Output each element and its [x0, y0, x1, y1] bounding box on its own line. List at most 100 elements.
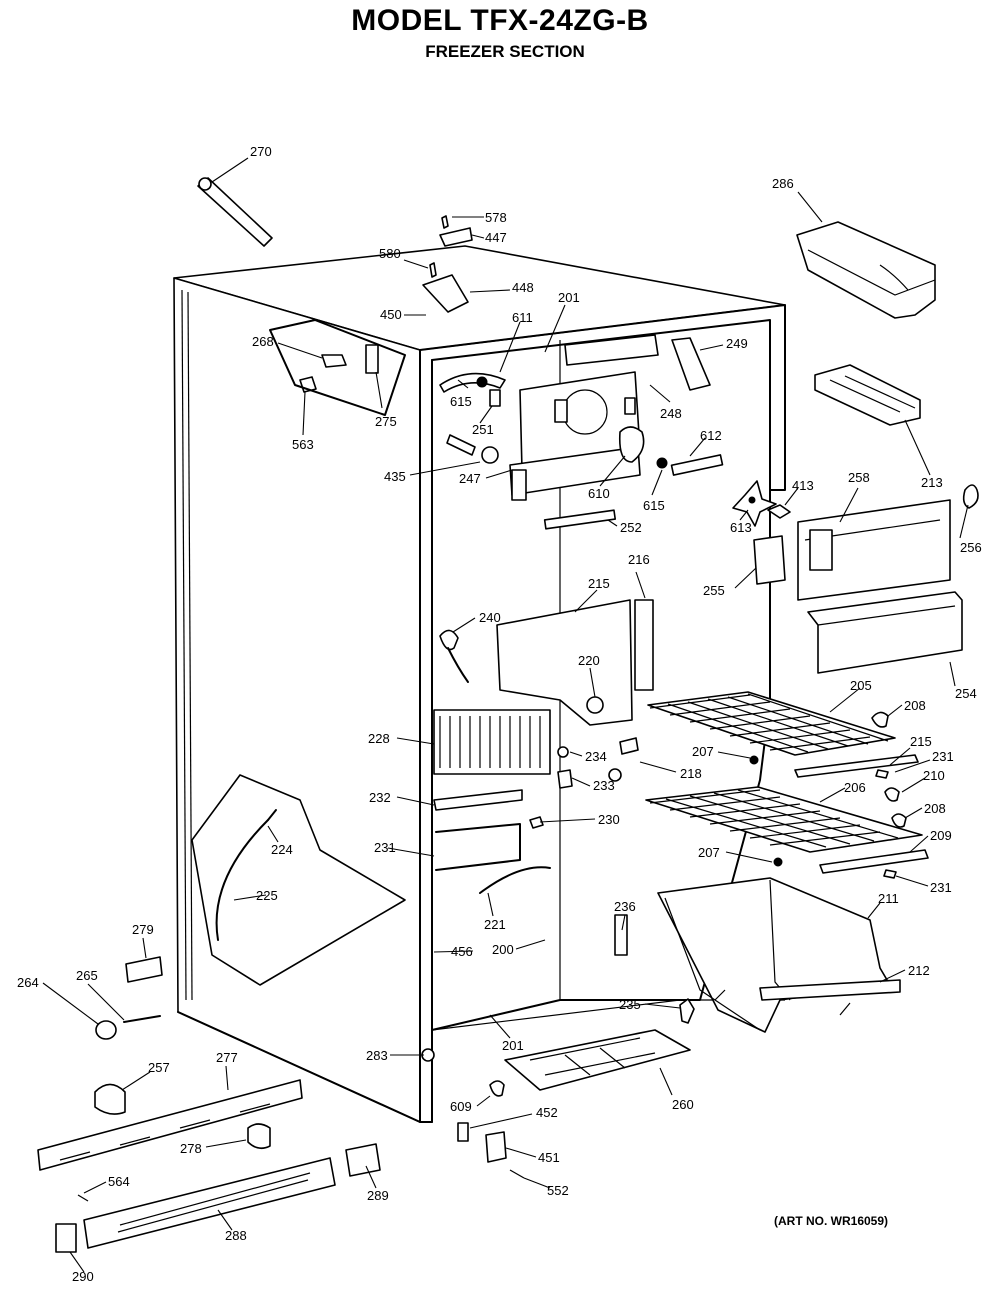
- thermostat-bulb: [614, 914, 695, 1024]
- control-housing: [509, 334, 711, 501]
- part-label-613: 613: [730, 520, 752, 535]
- part-label-268: 268: [252, 334, 274, 349]
- part-label-211: 211: [878, 891, 899, 906]
- diagram-subtitle: FREEZER SECTION: [425, 42, 585, 61]
- part-label-435: 435: [384, 469, 406, 484]
- part-label-225: 225: [256, 888, 278, 903]
- part-label-265: 265: [76, 968, 98, 983]
- part-label-228: 228: [368, 731, 390, 746]
- part-label-234: 234: [585, 749, 607, 764]
- shelf-clips: [749, 711, 907, 879]
- part-label-610: 610: [588, 486, 610, 501]
- hinge-screw: [962, 484, 979, 509]
- part-label-609: 609: [450, 1099, 472, 1114]
- part-label-452: 452: [536, 1105, 558, 1120]
- part-label-231: 231: [932, 749, 954, 764]
- part-label-552: 552: [547, 1183, 569, 1198]
- part-label-257: 257: [148, 1060, 170, 1075]
- part-label-451: 451: [538, 1150, 560, 1165]
- drain-pan: [504, 1029, 691, 1091]
- part-label-231-c: 231: [930, 880, 952, 895]
- part-label-564: 564: [108, 1174, 130, 1189]
- part-label-235: 235: [619, 997, 641, 1012]
- part-label-215: 215: [588, 576, 610, 591]
- part-label-232: 232: [369, 790, 391, 805]
- part-label-612: 612: [700, 428, 722, 443]
- part-label-275: 275: [375, 414, 397, 429]
- sensor-parts: [421, 737, 639, 1179]
- fan-blade: [732, 480, 777, 527]
- leader-lines: [42, 157, 969, 1273]
- left-wall-drain: [191, 774, 406, 986]
- part-label-286: 286: [772, 176, 794, 191]
- part-label-289: 289: [367, 1188, 389, 1203]
- evaporator-cover: [496, 509, 654, 726]
- lower-shelf: [645, 786, 929, 874]
- part-label-213: 213: [921, 475, 943, 490]
- loose-top-parts: [197, 177, 473, 416]
- part-label-580: 580: [379, 246, 401, 261]
- part-label-563: 563: [292, 437, 314, 452]
- part-label-447: 447: [485, 230, 507, 245]
- part-label-206: 206: [844, 780, 866, 795]
- freezer-bin: [657, 877, 901, 1033]
- part-label-207-b: 207: [698, 845, 720, 860]
- part-label-270: 270: [250, 144, 272, 159]
- part-label-448: 448: [512, 280, 534, 295]
- upper-shelf: [647, 691, 919, 778]
- part-label-209: 209: [930, 828, 952, 843]
- part-label-208-b: 208: [924, 801, 946, 816]
- part-label-611: 611: [512, 310, 533, 325]
- part-label-212: 212: [908, 963, 930, 978]
- part-label-255: 255: [703, 583, 725, 598]
- bottom-parts: [37, 956, 381, 1253]
- part-label-224: 224: [271, 842, 293, 857]
- ice-tray: [814, 364, 921, 426]
- cover-plate: [753, 535, 786, 585]
- part-label-456: 456: [451, 944, 473, 959]
- part-label-288: 288: [225, 1228, 247, 1243]
- part-label-210: 210: [923, 768, 945, 783]
- ice-bucket: [796, 221, 936, 319]
- part-label-249: 249: [726, 336, 748, 351]
- part-label-201: 201: [558, 290, 580, 305]
- part-label-200: 200: [492, 942, 514, 957]
- part-label-218: 218: [680, 766, 702, 781]
- art-number: (ART NO. WR16059): [774, 1214, 889, 1228]
- part-label-264: 264: [17, 975, 39, 990]
- part-label-207: 207: [692, 744, 714, 759]
- part-label-615-b: 615: [643, 498, 665, 513]
- part-label-220: 220: [578, 653, 600, 668]
- part-label-252: 252: [620, 520, 642, 535]
- part-label-260: 260: [672, 1097, 694, 1112]
- part-label-231-b: 231: [374, 840, 396, 855]
- air-duct-parts: [439, 372, 724, 476]
- part-label-233: 233: [593, 778, 615, 793]
- part-label-278: 278: [180, 1141, 202, 1156]
- part-label-279: 279: [132, 922, 154, 937]
- part-label-205: 205: [850, 678, 872, 693]
- part-label-216: 216: [628, 552, 650, 567]
- part-label-578: 578: [485, 210, 507, 225]
- part-number-labels: 270 286 578 447 580 448 450 201 611 249 …: [17, 144, 982, 1284]
- part-label-254: 254: [955, 686, 977, 701]
- part-label-251: 251: [472, 422, 494, 437]
- part-label-256: 256: [960, 540, 982, 555]
- part-label-215-b: 215: [910, 734, 932, 749]
- part-label-240: 240: [479, 610, 501, 625]
- part-label-290: 290: [72, 1269, 94, 1284]
- part-label-208: 208: [904, 698, 926, 713]
- part-label-236: 236: [614, 899, 636, 914]
- part-label-248: 248: [660, 406, 682, 421]
- freezer-basket-front: [797, 499, 963, 674]
- part-label-277: 277: [216, 1050, 238, 1065]
- small-clip: [767, 504, 791, 519]
- part-label-221: 221: [484, 917, 506, 932]
- part-label-201-b: 201: [502, 1038, 524, 1053]
- part-label-258: 258: [848, 470, 870, 485]
- diagram-title: MODEL TFX-24ZG-B: [351, 4, 649, 37]
- evaporator-coil: [433, 629, 551, 894]
- part-label-615: 615: [450, 394, 472, 409]
- part-label-247: 247: [459, 471, 481, 486]
